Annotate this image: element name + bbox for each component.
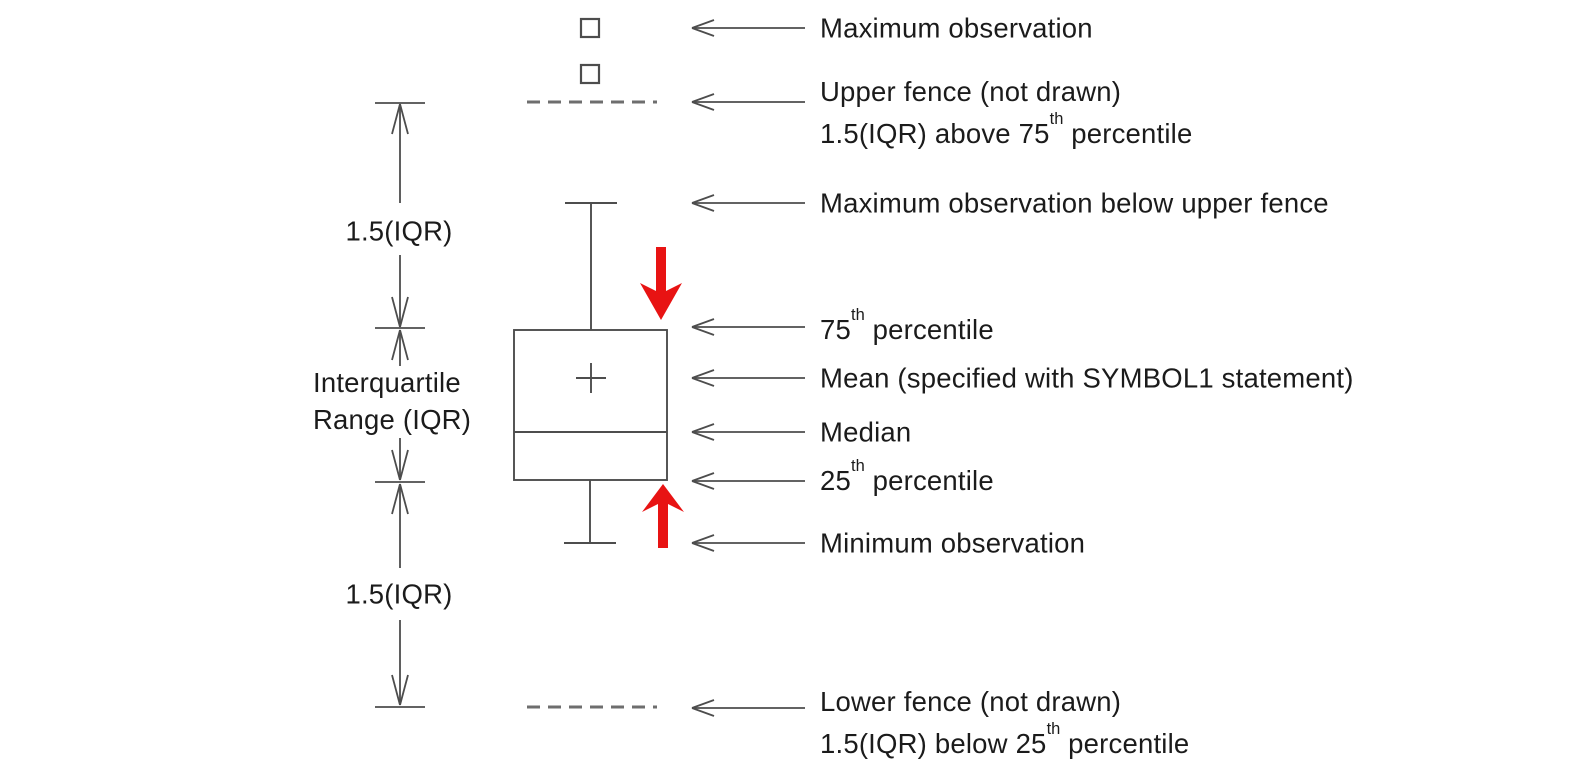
outlier-square-icon — [579, 63, 601, 85]
upper-fence-label-line2: 1.5(IQR) above 75th percentile — [820, 109, 1193, 150]
lower-15iqr-dimension — [391, 483, 409, 706]
maximum-observation-label: Maximum observation — [820, 12, 1093, 44]
pointer-arrow-icon — [691, 194, 805, 212]
red-down-arrow-icon — [640, 247, 682, 320]
red-up-arrow-icon — [642, 484, 684, 548]
pointer-arrow-icon — [691, 699, 805, 717]
mean-label: Mean (specified with SYMBOL1 statement) — [820, 362, 1354, 394]
minimum-observation-label: Minimum observation — [820, 527, 1086, 559]
pointer-arrow-icon — [691, 534, 805, 552]
iqr-label-line1: Interquartile — [313, 367, 461, 398]
pointer-arrow-icon — [691, 93, 805, 111]
pointer-arrow-icon — [691, 423, 805, 441]
lower-fence-label: Lower fence (not drawn) 1.5(IQR) below 2… — [820, 683, 1189, 762]
outlier-square-icon — [579, 17, 601, 39]
boxplot — [513, 17, 668, 709]
iqr-label: Interquartile Range (IQR) — [313, 364, 471, 438]
th-superscript: th — [1049, 109, 1064, 128]
p25-label: 25th percentile — [820, 456, 994, 497]
lower-fence-label-line1: Lower fence (not drawn) — [820, 686, 1122, 717]
lower-15iqr-label: 1.5(IQR) — [345, 578, 453, 610]
max-below-upper-fence-label: Maximum observation below upper fence — [820, 187, 1329, 219]
pointer-arrow-icon — [691, 318, 805, 336]
pointer-arrow-icon — [691, 369, 805, 387]
mean-plus-icon — [576, 363, 606, 393]
pointer-arrow-icon — [691, 472, 805, 490]
median-label: Median — [820, 416, 912, 448]
upper-15iqr-dimension — [391, 103, 409, 328]
upper-fence-label: Upper fence (not drawn) 1.5(IQR) above 7… — [820, 73, 1193, 152]
dimension-lines — [375, 102, 425, 708]
iqr-dimension — [391, 329, 409, 481]
iqr-label-line2: Range (IQR) — [313, 404, 472, 435]
upper-fence-label-line1: Upper fence (not drawn) — [820, 76, 1122, 107]
th-superscript: th — [851, 305, 865, 324]
pointer-arrows — [691, 19, 805, 717]
th-superscript: th — [1046, 719, 1061, 738]
lower-fence-label-line2: 1.5(IQR) below 25th percentile — [820, 719, 1190, 760]
th-superscript: th — [851, 456, 865, 475]
red-arrows — [640, 247, 684, 548]
p75-label: 75th percentile — [820, 305, 994, 346]
upper-15iqr-label: 1.5(IQR) — [345, 215, 453, 247]
boxplot-box — [513, 329, 668, 481]
pointer-arrow-icon — [691, 19, 805, 37]
